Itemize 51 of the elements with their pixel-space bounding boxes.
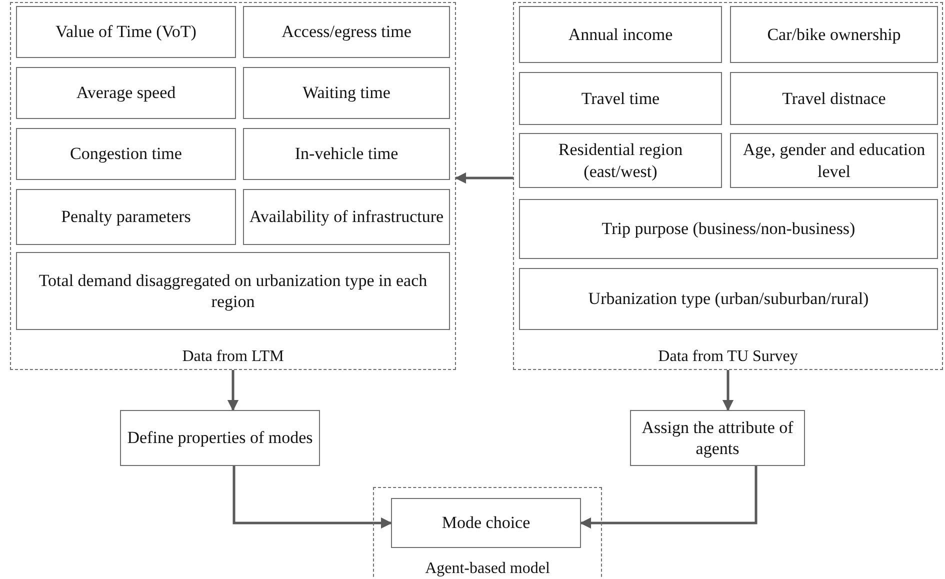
box-label: Define properties of modes bbox=[127, 427, 313, 449]
process-box bbox=[730, 6, 938, 63]
box-label: Travel distnace bbox=[782, 88, 886, 110]
box-label: Congestion time bbox=[70, 143, 182, 165]
process-box bbox=[16, 252, 450, 330]
box-label: Assign the attribute of agents bbox=[640, 416, 794, 460]
process-box bbox=[16, 128, 236, 180]
process-box bbox=[519, 268, 938, 330]
box-label: Penalty parameters bbox=[61, 206, 191, 228]
process-box bbox=[243, 6, 450, 58]
dashed-group-frame bbox=[373, 487, 602, 579]
process-box bbox=[730, 72, 938, 125]
box-label: Urbanization type (urban/suburban/rural) bbox=[588, 288, 869, 310]
process-box bbox=[391, 498, 581, 548]
process-box bbox=[630, 410, 805, 466]
group-label: Agent-based model bbox=[425, 560, 550, 577]
process-box bbox=[243, 67, 450, 119]
process-box bbox=[120, 410, 320, 466]
dashed-group-frame bbox=[10, 2, 456, 370]
arrow bbox=[227, 370, 239, 412]
process-box bbox=[519, 6, 722, 63]
dashed-group-frame bbox=[513, 2, 943, 370]
process-box bbox=[243, 128, 450, 180]
box-label: Availability of infrastructure bbox=[249, 206, 444, 228]
box-label: Mode choice bbox=[442, 512, 530, 534]
box-label: Average speed bbox=[76, 82, 176, 104]
arrow bbox=[580, 466, 758, 529]
box-label: Value of Time (VoT) bbox=[56, 21, 196, 43]
process-box bbox=[16, 189, 236, 245]
process-box bbox=[16, 6, 236, 58]
box-label: Age, gender and education level bbox=[742, 139, 926, 182]
process-box bbox=[519, 199, 938, 259]
group-label: Data from TU Survey bbox=[658, 348, 798, 365]
box-label: Access/egress time bbox=[282, 21, 412, 43]
box-label: In-vehicle time bbox=[294, 143, 398, 165]
arrow bbox=[454, 172, 513, 184]
group-label: Data from LTM bbox=[182, 348, 284, 365]
process-box bbox=[16, 67, 236, 119]
box-label: Total demand disaggregated on urbanization type in each region bbox=[38, 270, 428, 312]
arrow bbox=[232, 466, 392, 529]
box-label: Annual income bbox=[568, 24, 673, 46]
box-label: Waiting time bbox=[302, 82, 390, 104]
process-box bbox=[519, 72, 722, 125]
arrow bbox=[722, 370, 734, 412]
process-box bbox=[519, 133, 722, 188]
box-label: Car/bike ownership bbox=[767, 24, 901, 46]
box-label: Travel time bbox=[581, 88, 660, 110]
box-label: Trip purpose (business/non-business) bbox=[602, 218, 856, 240]
box-label: Residential region (east/west) bbox=[557, 139, 684, 182]
process-box bbox=[243, 189, 450, 245]
process-box bbox=[730, 133, 938, 188]
